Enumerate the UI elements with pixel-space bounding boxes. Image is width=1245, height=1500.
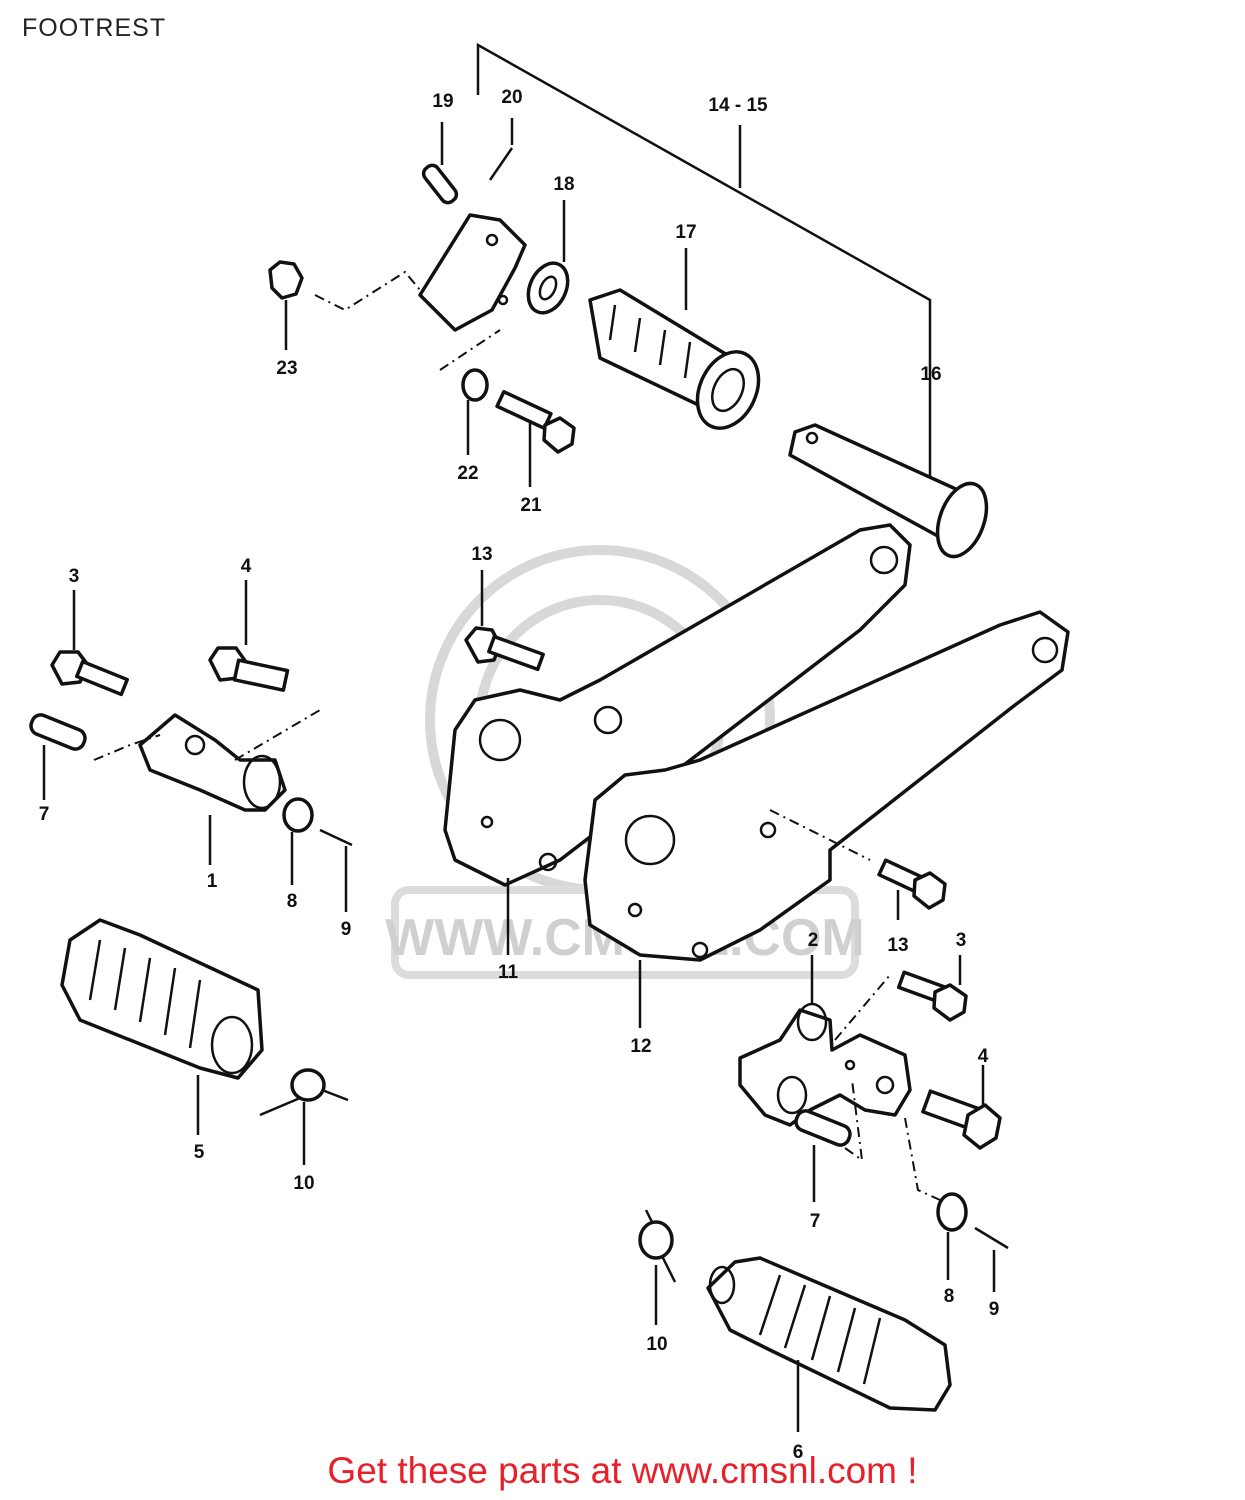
diagram-title: FOOTREST (22, 14, 167, 42)
callout-12: 12 (630, 1036, 651, 1057)
callout-17: 17 (675, 222, 696, 243)
callout-11: 11 (498, 962, 519, 983)
callout-23: 23 (276, 358, 297, 379)
callout-2: 2 (808, 930, 819, 951)
part-7-pin-left (29, 713, 87, 800)
part-7-pin-right (794, 1079, 864, 1202)
part-5-left-footpeg-rubber (60, 918, 264, 1135)
callout-13-lower: 13 (887, 935, 908, 956)
part-17-rubber-grip (588, 248, 761, 430)
callout-14-15: 14 - 15 (708, 95, 768, 116)
callout-10-left: 10 (293, 1173, 314, 1194)
part-13-bolt-upper (464, 570, 545, 672)
part-9-cotter-left (319, 828, 353, 912)
part-2-right-peg-holder (738, 955, 912, 1127)
part-13-bolt-lower (877, 858, 947, 920)
callout-9-right: 9 (989, 1299, 1000, 1320)
group-bracket-14-15 (476, 42, 932, 485)
part-8-washer-left (282, 797, 314, 885)
callout-1: 1 (207, 871, 218, 892)
callout-7-right: 7 (810, 1211, 821, 1232)
footer-link-banner[interactable]: Get these parts at www.cmsnl.com ! (327, 1450, 918, 1491)
callout-4-right: 4 (978, 1046, 989, 1067)
callout-10-right: 10 (646, 1334, 667, 1355)
part-10-spring-left (259, 1068, 349, 1165)
part-8-washer-right (904, 1117, 968, 1280)
callout-16: 16 (920, 364, 941, 385)
part-16-pivot-pin (788, 423, 989, 559)
callout-13-upper: 13 (471, 544, 492, 565)
callout-3-right: 3 (956, 930, 967, 951)
part-11-left-footrest-bracket (443, 523, 912, 955)
callout-8-right: 8 (944, 1286, 955, 1307)
part-10-spring-right (638, 1209, 677, 1325)
part-4-bolt-right (921, 1065, 1002, 1150)
callout-7-left: 7 (39, 804, 50, 825)
part-22-washer (461, 368, 489, 455)
callout-19: 19 (432, 91, 453, 112)
part-3-bolt-right (896, 955, 968, 1022)
part-pillion-bracket (314, 213, 527, 371)
callout-3-left: 3 (69, 566, 80, 587)
part-3-bolt-left (50, 590, 129, 697)
callout-18: 18 (553, 174, 574, 195)
part-12-right-footrest-bracket (583, 610, 1070, 1028)
callout-labels: 19 20 14 - 15 18 17 23 16 22 21 13 3 4 7… (39, 87, 1000, 1463)
part-19-pin (421, 122, 459, 205)
callout-6: 6 (793, 1442, 804, 1463)
part-23-nut (268, 260, 304, 350)
callout-8-left: 8 (287, 891, 298, 912)
part-18-washer (526, 200, 570, 315)
callout-22: 22 (457, 463, 478, 484)
callout-21: 21 (520, 495, 542, 516)
part-9-cotter-right (974, 1226, 1009, 1292)
callout-9-left: 9 (341, 919, 352, 940)
part-4-bolt-left (208, 580, 290, 692)
callout-20: 20 (501, 87, 522, 108)
part-20-cotter-pin (488, 118, 514, 181)
part-21-bolt (495, 390, 576, 487)
part-6-right-footpeg-rubber (706, 1256, 952, 1432)
callout-4-left: 4 (241, 556, 252, 577)
callout-5: 5 (194, 1142, 205, 1163)
part-1-left-peg-holder (93, 709, 321, 865)
